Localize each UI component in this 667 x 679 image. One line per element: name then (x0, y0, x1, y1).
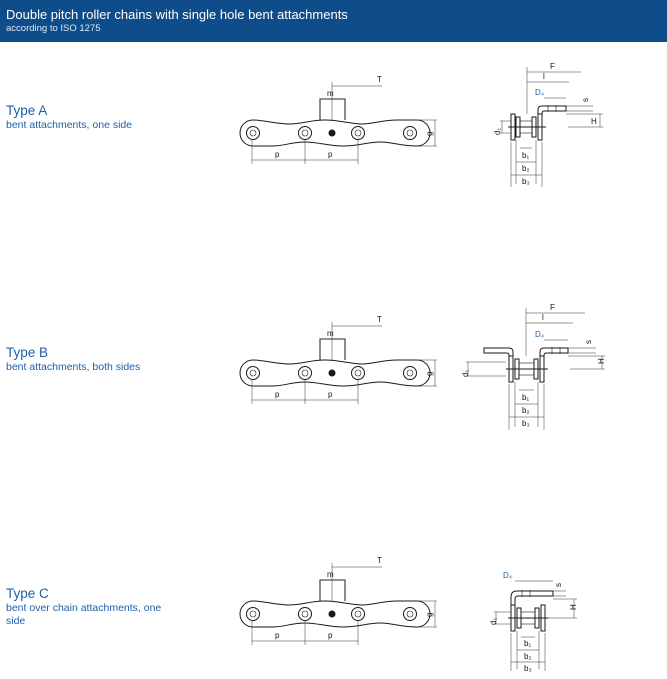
dim-T: T (377, 75, 382, 84)
type-c-chain-end-view: d₁ D₄ s H b₁ b₂ b₃ (489, 571, 578, 673)
dim-l: l (543, 72, 545, 81)
type-b-title: Type B (6, 345, 49, 360)
dim-p-2: p (328, 390, 333, 399)
dim-s: s (584, 340, 593, 344)
type-a-description: bent attachments, one side (6, 119, 133, 131)
type-a-chain-end-view: d₁ F l D₄ s H b₁ b₂ b₃ (493, 62, 603, 187)
dim-D4: D₄ (535, 88, 544, 97)
dim-b1: b₁ (522, 393, 529, 402)
type-b-description: bent attachments, both sides (6, 361, 141, 373)
type-c-label: Type C bent over chain attachments, one … (6, 586, 176, 628)
page-title: Double pitch roller chains with single h… (6, 7, 348, 22)
dim-p-1: p (275, 390, 280, 399)
dim-m: m (327, 329, 334, 338)
dim-g: g (425, 613, 434, 617)
dim-p-2: p (328, 150, 333, 159)
type-a-label: Type A bent attachments, one side (6, 103, 176, 132)
dim-T: T (377, 315, 382, 324)
dim-l: l (542, 313, 544, 322)
type-c-description: bent over chain attachments, one side (6, 602, 162, 627)
dim-m: m (327, 570, 334, 579)
dim-D4: D₄ (535, 330, 544, 339)
dim-b2: b₂ (524, 652, 532, 661)
type-b-chain-end-view: d₁ F l D₄ s H b₁ b₂ b₃ (461, 303, 606, 430)
dim-g: g (425, 132, 434, 136)
dim-m: m (327, 89, 334, 98)
dim-b2: b₂ (522, 164, 530, 173)
dim-d1: d₁ (461, 370, 470, 377)
dim-F: F (550, 62, 555, 71)
dim-D4: D₄ (503, 571, 512, 580)
type-c-title: Type C (6, 586, 49, 601)
page-subtitle: according to ISO 1275 (6, 23, 101, 34)
dim-b1: b₁ (524, 639, 531, 648)
dim-F: F (550, 303, 555, 312)
dim-d1: d₁ (489, 618, 498, 625)
type-a-chain-side-view: T m p p g (239, 75, 437, 164)
attachment-bend (537, 105, 567, 115)
type-c-chain-side-view: T m p p g (239, 556, 437, 645)
dim-s: s (581, 98, 590, 102)
dim-b3: b₃ (522, 177, 530, 186)
dim-H: H (597, 358, 606, 364)
attachment-hole (328, 129, 336, 137)
dim-g: g (425, 372, 434, 376)
dim-b3: b₃ (524, 664, 532, 673)
attachment-outline (319, 98, 346, 120)
dim-p-1: p (275, 150, 280, 159)
dim-T: T (377, 556, 382, 565)
dim-b2: b₂ (522, 406, 530, 415)
dim-d1: d₁ (493, 128, 502, 135)
page-header: Double pitch roller chains with single h… (0, 0, 667, 42)
type-a-title: Type A (6, 103, 48, 118)
dim-H: H (591, 117, 597, 126)
type-b-chain-side-view: T m p p g (239, 315, 437, 404)
dim-p-1: p (275, 631, 280, 640)
type-b-label: Type B bent attachments, both sides (6, 345, 176, 374)
dim-b1: b₁ (522, 151, 529, 160)
dim-b3: b₃ (522, 419, 530, 428)
dim-H: H (569, 604, 578, 610)
dim-s: s (554, 583, 563, 587)
dim-p-2: p (328, 631, 333, 640)
